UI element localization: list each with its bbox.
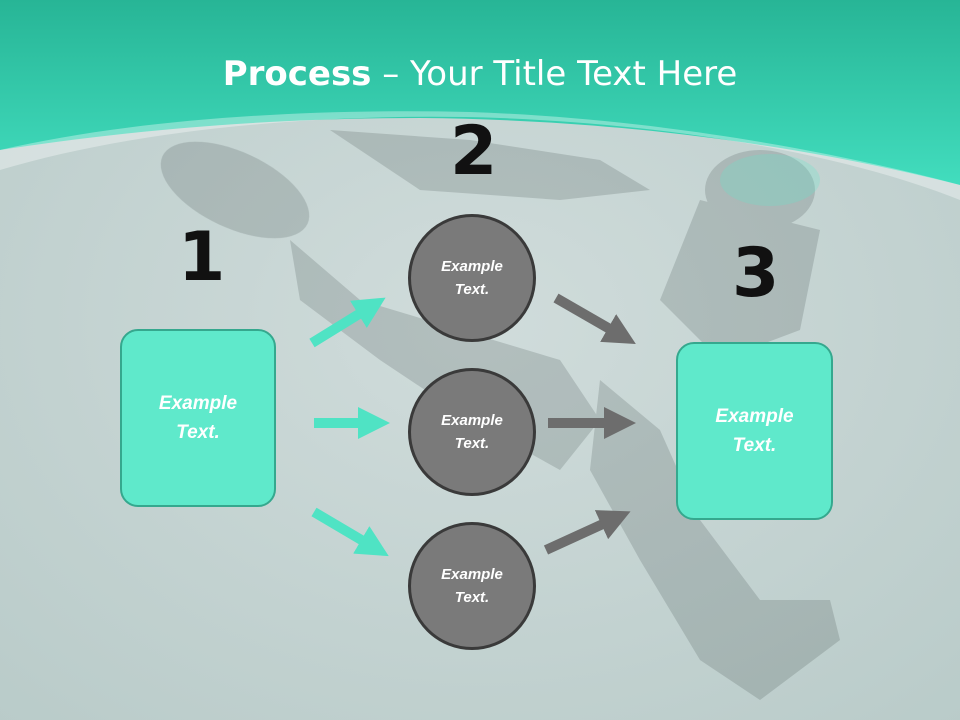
process-circle-2[interactable]: Example Text.	[408, 368, 536, 496]
title-bold: Process	[222, 54, 372, 94]
output-box-text-line-1: Example	[715, 406, 794, 427]
process-circle-2-text: Example Text.	[441, 409, 503, 455]
input-box-text-line-2: Text.	[176, 422, 220, 443]
process-circle-1[interactable]: Example Text.	[408, 214, 536, 342]
step-number-3: 3	[732, 234, 780, 313]
process-circle-3[interactable]: Example Text.	[408, 522, 536, 650]
title-rest: – Your Title Text Here	[371, 54, 738, 94]
process-circle-2-line-2: Text.	[454, 435, 490, 452]
process-circle-3-line-2: Text.	[454, 589, 490, 606]
process-circle-3-line-1: Example	[441, 566, 503, 583]
step-number-1: 1	[178, 218, 226, 297]
slide-title: Process – Your Title Text Here	[0, 54, 960, 94]
output-box[interactable]: Example Text.	[676, 342, 833, 520]
input-box-text-line-1: Example	[158, 393, 238, 414]
input-box[interactable]: Example Text.	[120, 329, 276, 507]
input-box-text: Example Text.	[159, 389, 237, 447]
header-band	[0, 0, 960, 185]
step-number-2: 2	[450, 112, 498, 191]
output-box-text-line-2: Text.	[732, 435, 777, 456]
process-circle-2-line-1: Example	[441, 412, 503, 429]
process-circle-1-line-2: Text.	[454, 281, 490, 298]
process-circle-1-line-1: Example	[441, 258, 503, 275]
output-box-text: Example Text.	[715, 402, 793, 460]
process-circle-3-text: Example Text.	[441, 563, 503, 609]
background-figure-accent	[720, 154, 820, 206]
process-circle-1-text: Example Text.	[441, 255, 503, 301]
